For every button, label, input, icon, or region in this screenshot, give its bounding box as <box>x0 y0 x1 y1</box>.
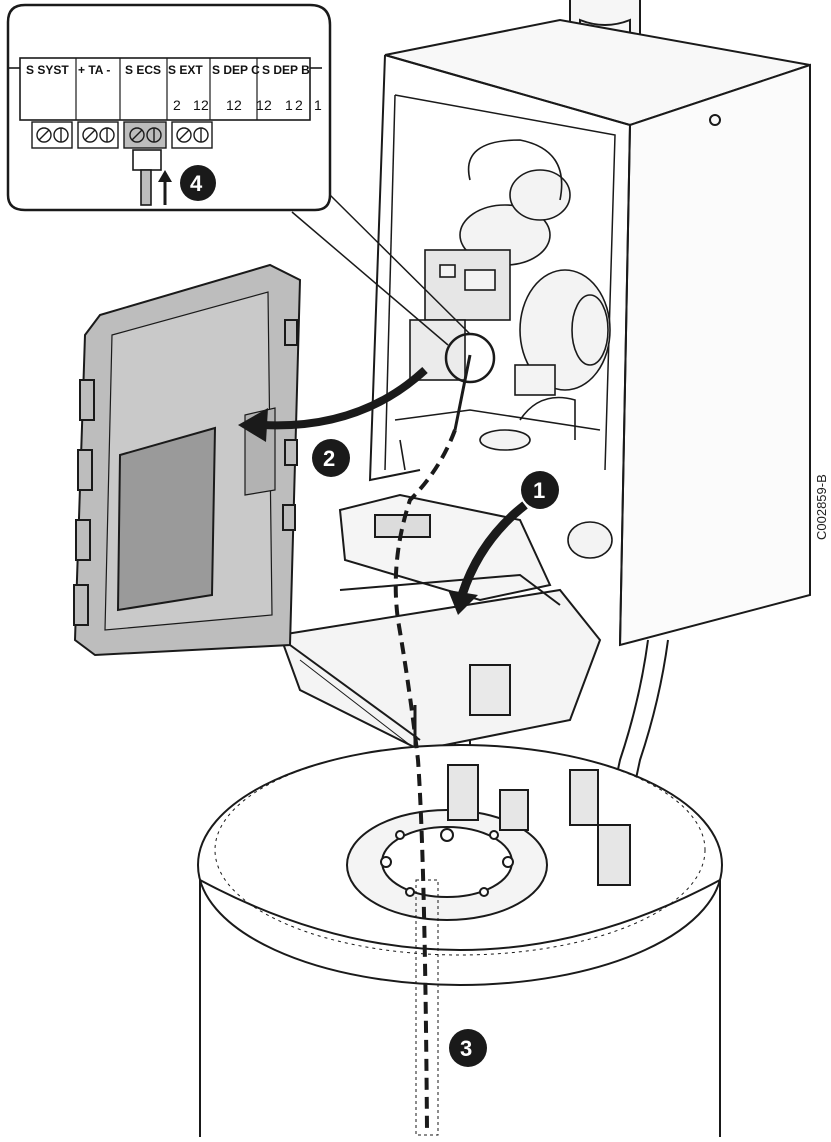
screw-terminals <box>31 121 213 149</box>
dhw-tank <box>197 744 723 1137</box>
pin-number: 1 <box>193 97 201 113</box>
boiler-cabinet <box>368 0 811 647</box>
curved-arrow-icon <box>457 501 528 597</box>
step-badge-1: 1 <box>521 471 559 509</box>
terminal-label-s-dep-b: S DEP B <box>262 63 310 77</box>
control-panel <box>278 493 602 760</box>
figure-code: C002859-B <box>814 474 829 540</box>
svg-text:4: 4 <box>190 171 203 196</box>
removed-cover <box>73 263 302 657</box>
zoom-leader-line-1 <box>291 211 449 346</box>
zoom-leader-line-2 <box>329 194 471 335</box>
step-badge-2: 2 <box>312 439 350 477</box>
boiler-internals <box>394 139 613 559</box>
terminal-label-s-syst: S SYST <box>26 63 69 77</box>
pin-number: 1 <box>314 97 322 113</box>
dashed-cable-route-icon <box>393 429 457 1131</box>
arrow-up-icon <box>158 170 172 205</box>
terminal-label-s-ext: S EXT <box>168 63 203 77</box>
terminal-label-s-ecs: S ECS <box>125 63 161 77</box>
pin-number: 2 <box>234 97 242 113</box>
cover-removal-arrow-head <box>238 408 268 442</box>
pin-number: 1 <box>285 97 293 113</box>
terminal-zoom-inset: S SYST + TA - S ECS S EXT S DEP C S DEP … <box>6 3 332 212</box>
step-badge-4: 4 <box>180 165 216 201</box>
sensor-plug <box>132 149 162 206</box>
svg-text:2: 2 <box>323 446 335 471</box>
svg-text:1: 1 <box>533 478 545 503</box>
pin-number: 2 <box>295 97 303 113</box>
sensor-pocket <box>415 879 439 1136</box>
cover-removal-arrow <box>261 367 428 430</box>
step-badge-3: 3 <box>449 1029 487 1067</box>
terminal-label-s-dep-c: S DEP C <box>212 63 260 77</box>
svg-text:3: 3 <box>460 1036 472 1061</box>
sensor-cable-solid <box>453 354 472 431</box>
pin-number: 2 <box>264 97 272 113</box>
terminal-label-ta: + TA - <box>78 63 110 77</box>
curved-arrow-head <box>448 590 478 615</box>
pin-number: 2 <box>173 97 181 113</box>
pin-number: 2 <box>201 97 209 113</box>
pin-number: 1 <box>226 97 234 113</box>
pin-number: 1 <box>256 97 264 113</box>
